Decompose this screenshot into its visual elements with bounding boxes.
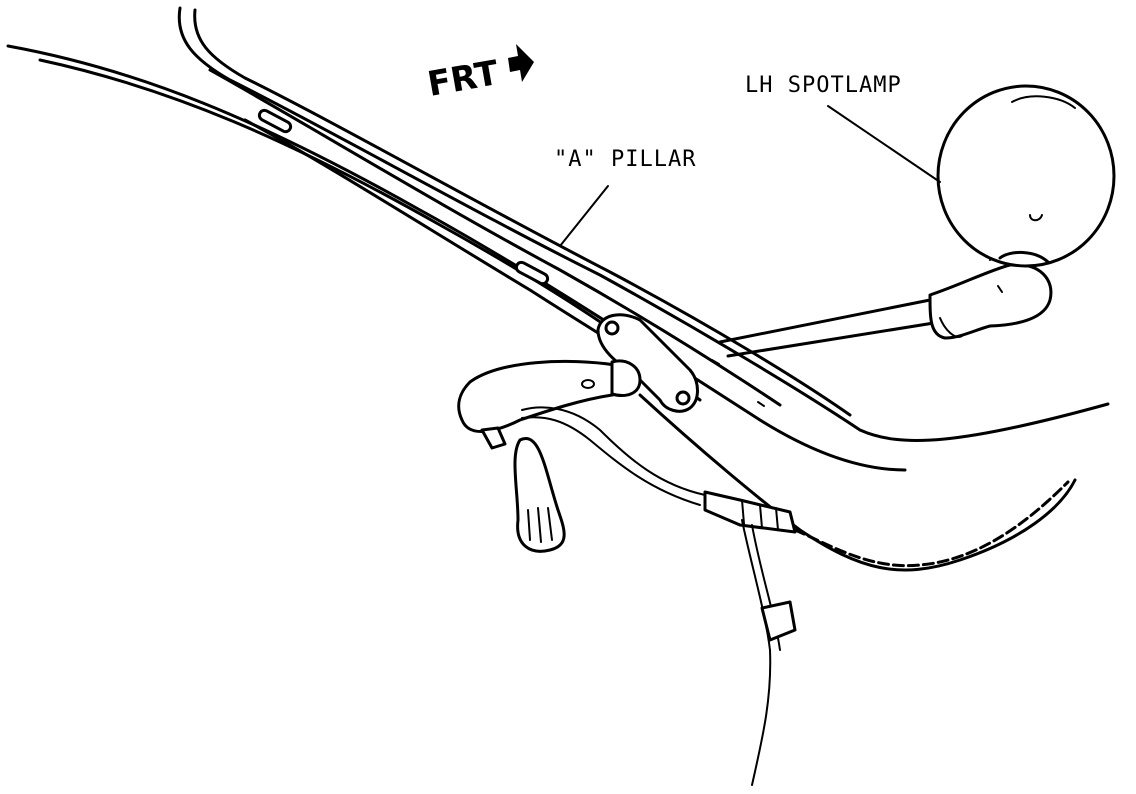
spotlamp-neck	[998, 251, 1050, 264]
wire-clip	[760, 600, 797, 642]
lamp-shaft-bottom	[726, 320, 942, 358]
spotlamp-leader-line	[827, 105, 941, 183]
a-pillar-lower-edge	[193, 8, 852, 417]
spotlamp-highlight	[1011, 95, 1076, 222]
connector-detail	[741, 499, 779, 531]
wire-from-handle-2	[521, 416, 701, 506]
wire-from-handle	[521, 406, 706, 496]
frt-label: FRT	[425, 53, 503, 105]
a-pillar-inner-edge	[208, 68, 782, 407]
lamp-shaft-top	[718, 296, 942, 344]
handle-knob-grooves	[527, 507, 553, 543]
wire-connector	[703, 490, 797, 534]
bracket-bolt-upper	[604, 320, 620, 336]
lamp-mount-bracket	[928, 263, 1053, 340]
pillar-leader-line	[559, 185, 609, 247]
lh-spotlamp-label: LH SPOTLAMP	[745, 73, 902, 98]
handle-grip-clip	[480, 426, 507, 450]
wire-conduit	[793, 480, 1070, 568]
bracket-bolt-lower	[675, 390, 691, 406]
handle-barrel	[457, 359, 634, 434]
wire-down	[741, 519, 772, 786]
roof-edge-outer	[6, 44, 907, 472]
pillar-slot-upper	[257, 108, 293, 134]
pillar-slot-lower	[514, 260, 550, 286]
door-edge	[638, 393, 1077, 572]
spotlamp-housing	[936, 84, 1116, 268]
handle-collar	[610, 359, 642, 397]
pillar-dash-marks	[697, 351, 765, 407]
handle-screw	[581, 379, 595, 389]
a-pillar-label: "A" PILLAR	[554, 147, 696, 172]
roof-edge-inner	[38, 58, 642, 352]
handle-knob	[513, 436, 566, 553]
arrow-right-icon	[508, 44, 534, 82]
